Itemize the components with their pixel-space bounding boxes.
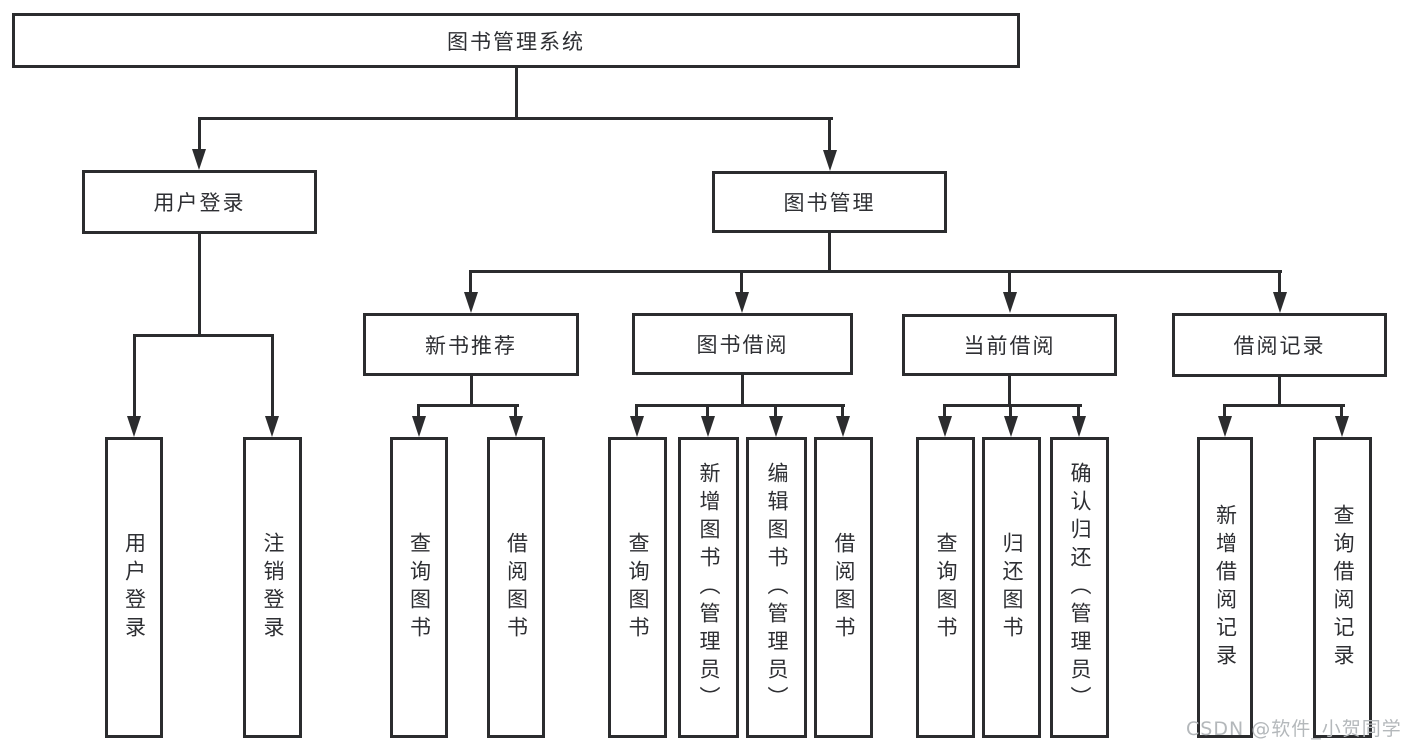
connector-line xyxy=(514,404,517,417)
arrow-down-icon xyxy=(127,416,141,437)
connector-line xyxy=(774,404,777,417)
connector-line xyxy=(635,404,638,417)
node-current-borrowing: 当前借阅 xyxy=(902,314,1117,376)
leaf-records-query-borrow-record: 查询借阅记录 xyxy=(1313,437,1372,738)
connector-line xyxy=(741,375,744,406)
node-label: 归还图书 xyxy=(1000,531,1024,644)
leaf-borrowing-borrow-books: 借阅图书 xyxy=(814,437,873,738)
connector-line xyxy=(271,334,274,416)
connector-line xyxy=(1278,377,1281,406)
arrow-down-icon xyxy=(1273,292,1287,313)
node-label: 新增图书（管理员） xyxy=(697,461,721,714)
connector-line xyxy=(1340,404,1343,417)
node-label: 借阅图书 xyxy=(832,531,856,644)
node-book-management: 图书管理 xyxy=(712,171,947,233)
leaf-current-confirm-return-admin: 确认归还（管理员） xyxy=(1050,437,1109,738)
arrow-down-icon xyxy=(836,416,850,437)
connector-line xyxy=(469,270,472,292)
connector-line xyxy=(740,270,743,292)
leaf-recommend-query-books: 查询图书 xyxy=(390,437,448,738)
arrow-down-icon xyxy=(1072,416,1086,437)
node-label: 用户登录 xyxy=(153,191,246,215)
node-label: 用户登录 xyxy=(122,531,147,644)
connector-line xyxy=(470,376,473,407)
node-label: 图书管理 xyxy=(783,191,876,215)
arrow-down-icon xyxy=(701,416,715,437)
node-label: 注销登录 xyxy=(261,531,285,644)
connector-line xyxy=(133,334,136,416)
leaf-borrowing-query-books: 查询图书 xyxy=(608,437,667,738)
connector-line xyxy=(828,117,831,150)
connector-line xyxy=(198,117,201,150)
arrow-down-icon xyxy=(769,416,783,437)
node-label: 查询图书 xyxy=(407,531,432,644)
connector-line xyxy=(943,404,1082,407)
arrow-down-icon xyxy=(1004,416,1018,437)
leaf-recommend-borrow-books: 借阅图书 xyxy=(487,437,545,738)
connector-line xyxy=(515,68,518,120)
connector-line xyxy=(1008,270,1011,292)
node-label: 查询借阅记录 xyxy=(1331,503,1355,672)
node-label: 新增借阅记录 xyxy=(1213,503,1238,672)
arrow-down-icon xyxy=(509,416,523,437)
arrow-down-icon xyxy=(735,292,749,313)
node-label: 查询图书 xyxy=(626,531,650,644)
node-label: 新书推荐 xyxy=(425,333,517,358)
connector-line xyxy=(828,233,831,272)
node-label: 借阅记录 xyxy=(1233,334,1326,358)
csdn-watermark: CSDN @软件_小贺同学 xyxy=(1186,718,1402,740)
node-label: 查询图书 xyxy=(934,531,958,644)
node-borrow-records: 借阅记录 xyxy=(1172,313,1387,377)
node-root: 图书管理系统 xyxy=(12,13,1020,68)
arrow-down-icon xyxy=(412,416,426,437)
leaf-user-login: 用户登录 xyxy=(105,437,163,738)
leaf-logout-login: 注销登录 xyxy=(243,437,302,738)
arrow-down-icon xyxy=(1218,416,1232,437)
node-book-borrowing: 图书借阅 xyxy=(632,313,853,375)
arrow-down-icon xyxy=(192,149,206,170)
connector-line xyxy=(470,270,1282,273)
connector-line xyxy=(1223,404,1345,407)
leaf-current-query-books: 查询图书 xyxy=(916,437,975,738)
arrow-down-icon xyxy=(823,150,837,171)
leaf-borrowing-add-books-admin: 新增图书（管理员） xyxy=(678,437,739,738)
connector-line xyxy=(635,404,845,407)
node-label: 当前借阅 xyxy=(963,334,1056,358)
node-label: 图书管理系统 xyxy=(447,29,585,54)
connector-line xyxy=(1223,404,1226,417)
connector-line xyxy=(1278,270,1281,292)
connector-line xyxy=(417,404,519,407)
leaf-borrowing-edit-books-admin: 编辑图书（管理员） xyxy=(746,437,807,738)
connector-line xyxy=(706,404,709,417)
node-label: 编辑图书（管理员） xyxy=(765,461,789,714)
leaf-records-add-borrow-record: 新增借阅记录 xyxy=(1197,437,1253,738)
arrow-down-icon xyxy=(938,416,952,437)
arrow-down-icon xyxy=(1335,416,1349,437)
arrow-down-icon xyxy=(464,292,478,313)
node-new-book-recommend: 新书推荐 xyxy=(363,313,579,376)
node-label: 借阅图书 xyxy=(504,531,529,644)
node-label: 确认归还（管理员） xyxy=(1068,461,1092,714)
connector-line xyxy=(1077,404,1080,417)
connector-line xyxy=(1009,404,1012,417)
connector-line xyxy=(943,404,946,417)
arrow-down-icon xyxy=(265,416,279,437)
connector-line xyxy=(1008,376,1011,406)
node-label: 图书借阅 xyxy=(696,333,789,357)
connector-line xyxy=(198,117,833,120)
leaf-current-return-books: 归还图书 xyxy=(982,437,1041,738)
connector-line xyxy=(133,334,274,337)
connector-line xyxy=(841,404,844,417)
arrow-down-icon xyxy=(1003,292,1017,313)
node-user-login: 用户登录 xyxy=(82,170,317,234)
connector-line xyxy=(417,404,420,417)
arrow-down-icon xyxy=(630,416,644,437)
connector-line xyxy=(198,234,201,337)
